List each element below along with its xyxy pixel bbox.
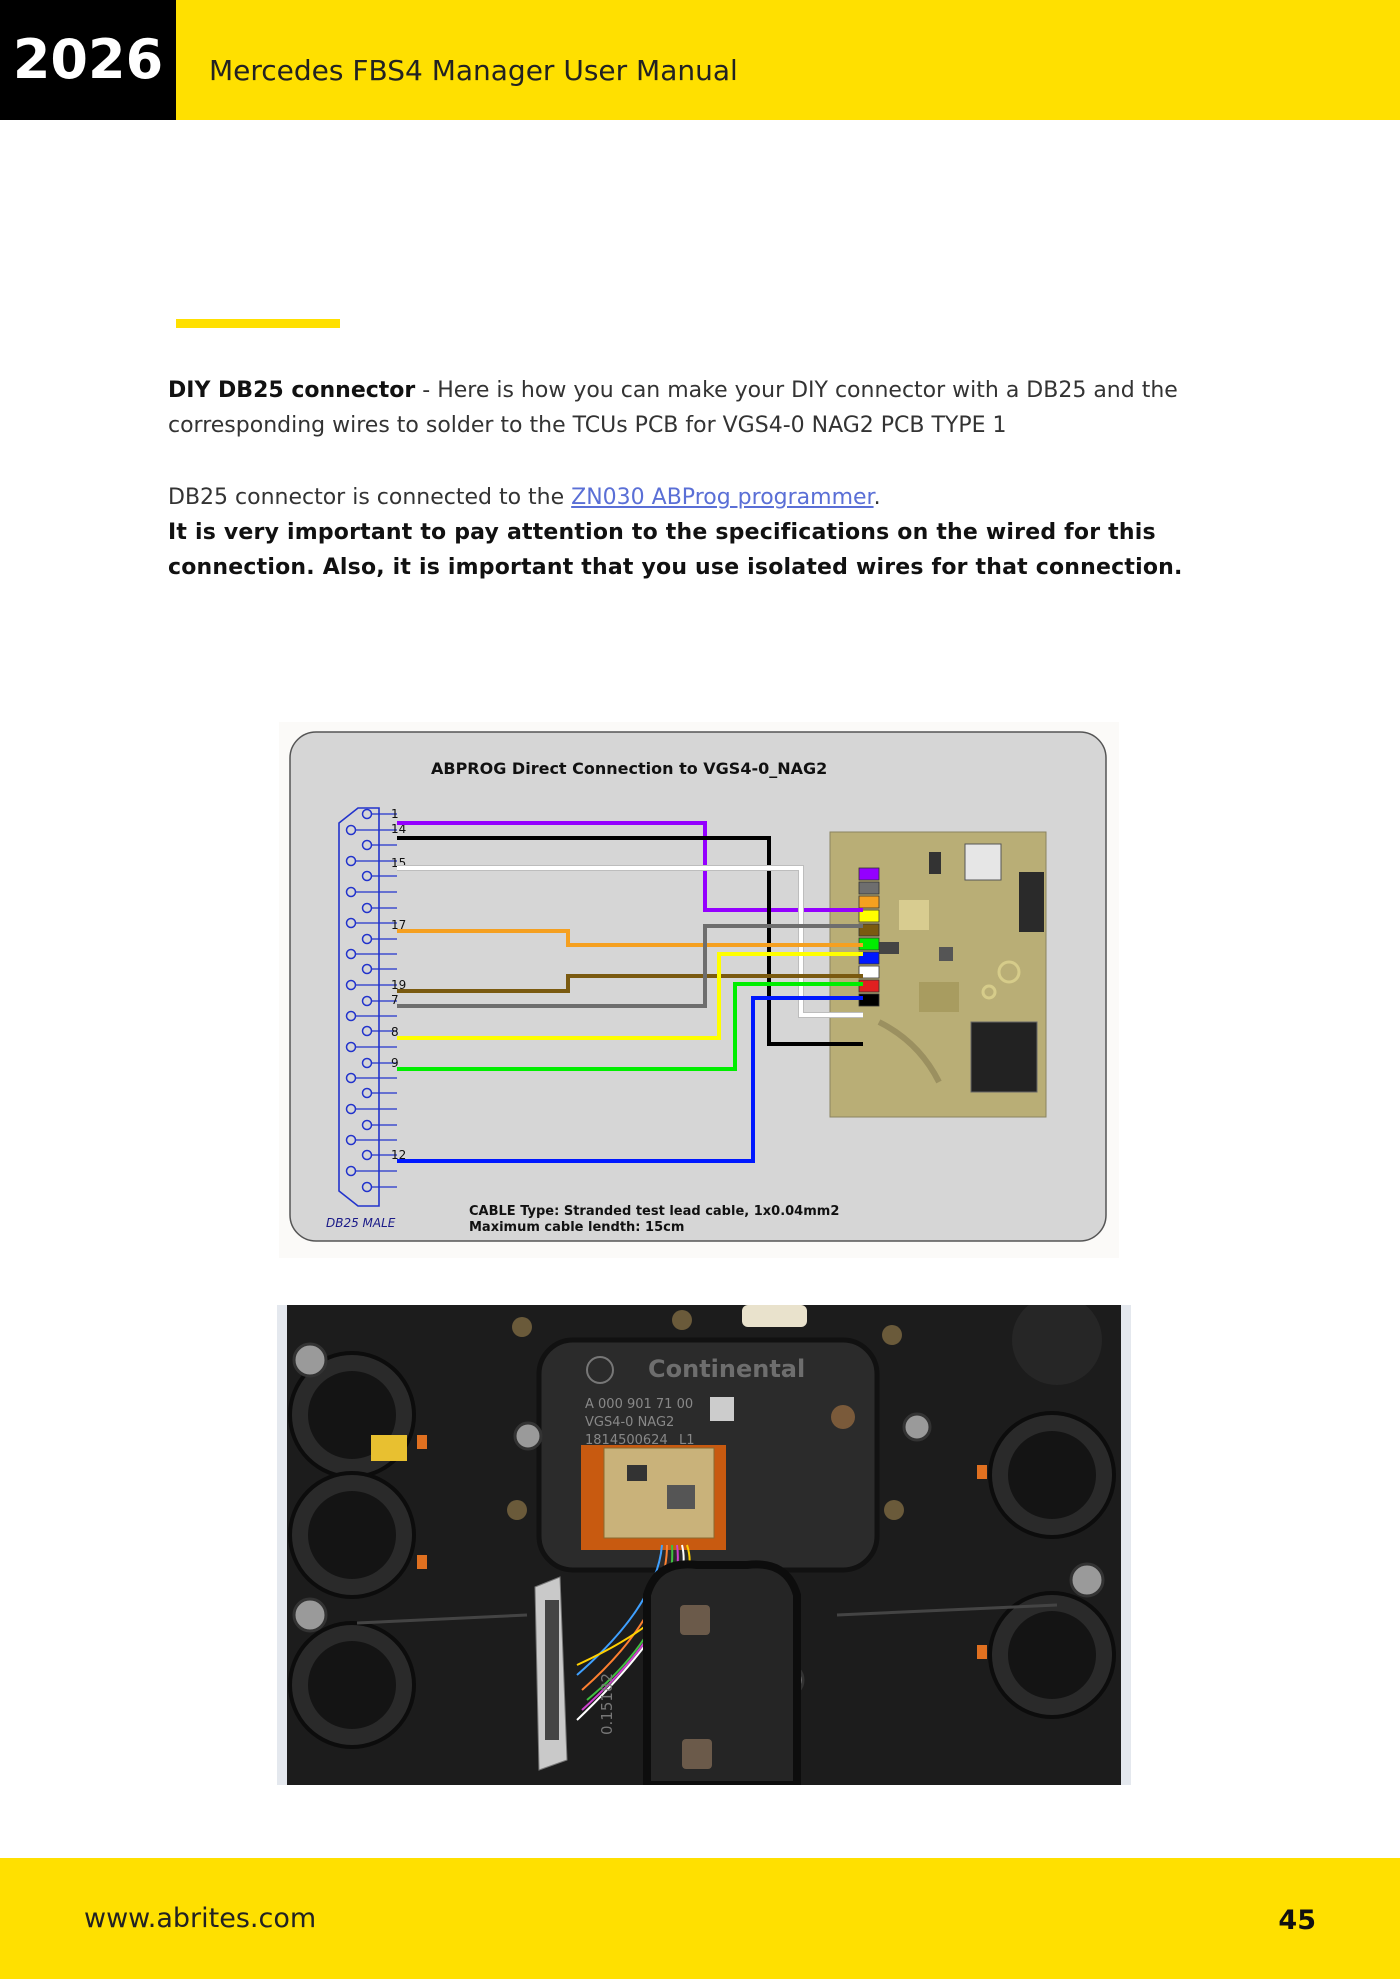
pin-label-7: 7 bbox=[391, 993, 399, 1007]
warning-paragraph: It is very important to pay attention to… bbox=[168, 520, 1183, 580]
intro-text: - Here is how you can make your DIY conn… bbox=[168, 378, 1178, 438]
wiring-diagram-svg: ABPROG Direct Connection to VGS4-0_NAG2 … bbox=[289, 731, 1107, 1242]
wire-pin19 bbox=[397, 974, 863, 993]
pin-label-14: 14 bbox=[391, 822, 406, 836]
cable-length-note: Maximum cable lendth: 15cm bbox=[469, 1220, 684, 1235]
wire-pin8 bbox=[397, 952, 863, 1040]
datamatrix-code bbox=[710, 1397, 734, 1421]
pin-label-19: 19 bbox=[391, 978, 406, 992]
brand-text: Continental bbox=[648, 1355, 805, 1383]
wire-pin12 bbox=[397, 996, 863, 1163]
pcb-pad bbox=[858, 965, 880, 979]
wire-pin17 bbox=[397, 929, 863, 947]
center-channel bbox=[643, 1560, 801, 1785]
solenoid-cylinders-left bbox=[288, 1351, 416, 1749]
wire-pin7 bbox=[397, 924, 863, 1008]
pcb-pad bbox=[858, 895, 880, 909]
tcu-photo-svg: Continental A 000 901 71 00 VGS4-0 NAG2 … bbox=[277, 1305, 1131, 1785]
connection-paragraph: DB25 connector is connected to the ZN030… bbox=[168, 480, 1218, 515]
pin-label-9: 9 bbox=[391, 1056, 399, 1070]
intro-paragraph: DIY DB25 connector - Here is how you can… bbox=[168, 373, 1218, 443]
wire-pin15 bbox=[397, 866, 863, 1017]
document-title: Mercedes FBS4 Manager User Manual bbox=[209, 54, 738, 87]
cable-type-note: CABLE Type: Stranded test lead cable, 1x… bbox=[469, 1204, 839, 1219]
section-accent-bar bbox=[176, 319, 340, 328]
db25-pin-group bbox=[345, 808, 397, 1193]
wire-group bbox=[397, 821, 863, 1163]
connector-plug bbox=[742, 1305, 807, 1327]
sensor-bottom bbox=[682, 1739, 712, 1769]
side-part-text: 0.15182 bbox=[598, 1673, 616, 1735]
lot-text: L1 bbox=[679, 1433, 695, 1448]
connection-prefix: DB25 connector is connected to the bbox=[168, 485, 572, 510]
pin-label-12: 12 bbox=[391, 1148, 406, 1162]
pcb-pad bbox=[858, 951, 880, 965]
pcb-pad bbox=[858, 923, 880, 937]
wire-pin14 bbox=[397, 836, 863, 1046]
model-text: VGS4-0 NAG2 bbox=[585, 1415, 674, 1430]
db25-connector-photo bbox=[534, 1576, 568, 1771]
pin-label-8: 8 bbox=[391, 1025, 399, 1039]
tcu-photo: Continental A 000 901 71 00 VGS4-0 NAG2 … bbox=[277, 1305, 1131, 1785]
mercedes-star-icon bbox=[586, 1356, 614, 1384]
pcb-pad bbox=[858, 867, 880, 881]
pcb-pad bbox=[858, 909, 880, 923]
pcb-solder-pads bbox=[858, 867, 880, 1007]
part-number-text: A 000 901 71 00 bbox=[585, 1397, 693, 1412]
wiring-diagram: ABPROG Direct Connection to VGS4-0_NAG2 … bbox=[279, 722, 1119, 1258]
wire-pin9 bbox=[397, 982, 863, 1071]
pin-label-1: 1 bbox=[391, 807, 399, 821]
solenoid-cylinders-right bbox=[417, 1305, 1116, 1719]
programmer-link[interactable]: ZN030 ABProg programmer bbox=[571, 485, 874, 510]
page-header: 2026 Mercedes FBS4 Manager User Manual bbox=[0, 0, 1400, 120]
year-badge: 2026 bbox=[0, 0, 176, 120]
page-number: 45 bbox=[1278, 1905, 1316, 1936]
sensor-top bbox=[680, 1605, 710, 1635]
tcu-pcb-image bbox=[829, 831, 1047, 1118]
pin-label-17: 17 bbox=[391, 918, 406, 932]
db25-connector bbox=[338, 807, 397, 1207]
connector-label: DB25 MALE bbox=[326, 1216, 396, 1230]
connection-suffix: . bbox=[873, 485, 881, 510]
pcb-pad bbox=[858, 881, 880, 895]
footer-website: www.abrites.com bbox=[84, 1903, 317, 1934]
diagram-title: ABPROG Direct Connection to VGS4-0_NAG2 bbox=[431, 759, 827, 778]
intro-heading: DIY DB25 connector bbox=[168, 378, 416, 403]
page-footer: www.abrites.com 45 bbox=[0, 1858, 1400, 1979]
serial-text: 1814500624 bbox=[585, 1433, 668, 1448]
